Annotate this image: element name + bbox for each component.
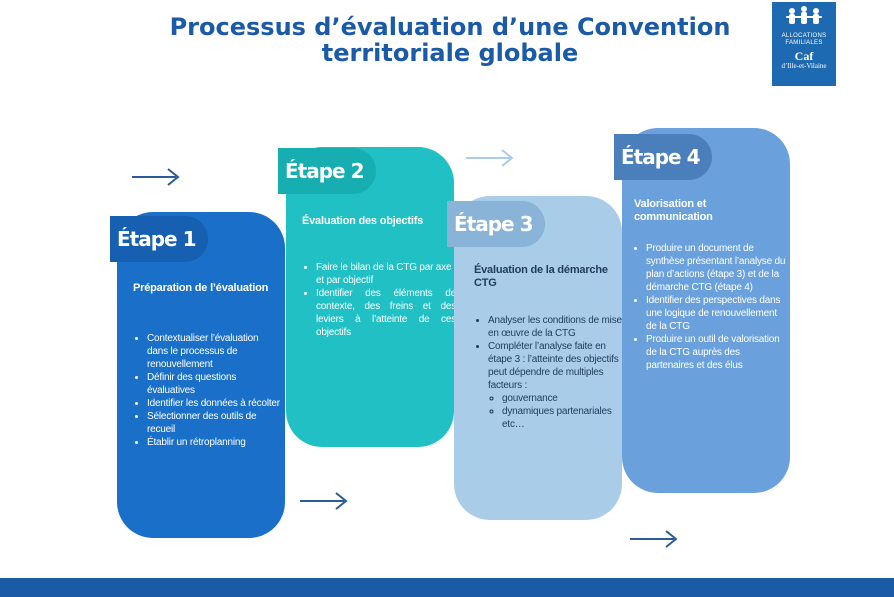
arrow-right-icon xyxy=(300,492,348,510)
caf-logo: ALLOCATIONS FAMILIALES Caf d’Ille-et-Vil… xyxy=(772,2,836,86)
family-figures-svg xyxy=(786,6,822,24)
sub-list-item: dynamiques partenariales etc… xyxy=(502,405,624,431)
family-figures-icon xyxy=(772,6,836,33)
list-item: Sélectionner des outils de recueil xyxy=(147,410,281,436)
step-3-sublist: gouvernance dynamiques partenariales etc… xyxy=(488,392,624,431)
list-item: Définir des questions évaluatives xyxy=(147,371,281,397)
step-2-title: Évaluation des objectifs xyxy=(302,215,424,227)
step-1-list: Contextualiser l’évaluation dans le proc… xyxy=(135,332,281,449)
logo-line-1: ALLOCATIONS xyxy=(781,33,827,39)
step-2-list: Faire le bilan de la CTG par axe et par … xyxy=(304,261,456,339)
step-3-list: Analyser les conditions de mise en œuvre… xyxy=(476,314,624,431)
list-item: Identifier les données à récolter xyxy=(147,397,281,410)
list-item: Produire un outil de valorisation de la … xyxy=(646,333,790,372)
list-item: Faire le bilan de la CTG par axe et par … xyxy=(316,261,456,287)
logo-line-2: FAMILIALES xyxy=(785,40,823,46)
step-3-card: Évaluation de la démarche CTG Analyser l… xyxy=(454,196,622,520)
step-3-title: Évaluation de la démarche CTG xyxy=(474,264,608,289)
step-4-title: Valorisation et communication xyxy=(634,198,713,223)
list-item: Identifier des éléments de contexte, des… xyxy=(316,287,456,339)
step-1-tag: Étape 1 xyxy=(110,216,208,262)
step-4-tag: Étape 4 xyxy=(614,134,712,180)
list-item: Produire un document de synthèse présent… xyxy=(646,242,790,294)
arrow-right-icon xyxy=(466,149,514,167)
arrow-right-icon xyxy=(630,530,678,548)
page-title: Processus d’évaluation d’une Convention … xyxy=(130,14,770,66)
logo-subtitle: d’Ille-et-Vilaine xyxy=(781,62,827,70)
list-item: Compléter l’analyse faite en étape 3 : l… xyxy=(488,340,624,431)
step-1-title: Préparation de l’évaluation xyxy=(133,282,269,294)
step-2-tag: Étape 2 xyxy=(278,148,376,194)
list-item: Analyser les conditions de mise en œuvre… xyxy=(488,314,624,340)
logo-brand: Caf xyxy=(794,49,814,63)
step-4-list: Produire un document de synthèse présent… xyxy=(634,242,790,372)
title-line-2: territoriale globale xyxy=(321,39,579,67)
step-2-card: Évaluation des objectifs Faire le bilan … xyxy=(286,147,456,447)
step-4-card: Valorisation et communication Produire u… xyxy=(622,128,790,493)
footer-bar xyxy=(0,578,894,597)
arrow-right-icon xyxy=(132,168,180,186)
sub-list-item: gouvernance xyxy=(502,392,624,405)
step-1-card: Préparation de l’évaluation Contextualis… xyxy=(117,212,285,538)
list-item: Identifier des perspectives dans une log… xyxy=(646,294,790,333)
list-item: Contextualiser l’évaluation dans le proc… xyxy=(147,332,281,371)
step-3-tag: Étape 3 xyxy=(447,201,545,247)
title-line-1: Processus d’évaluation d’une Convention xyxy=(169,13,731,41)
list-item: Établir un rétroplanning xyxy=(147,436,281,449)
list-item-text: Compléter l’analyse faite en étape 3 : l… xyxy=(488,341,619,391)
